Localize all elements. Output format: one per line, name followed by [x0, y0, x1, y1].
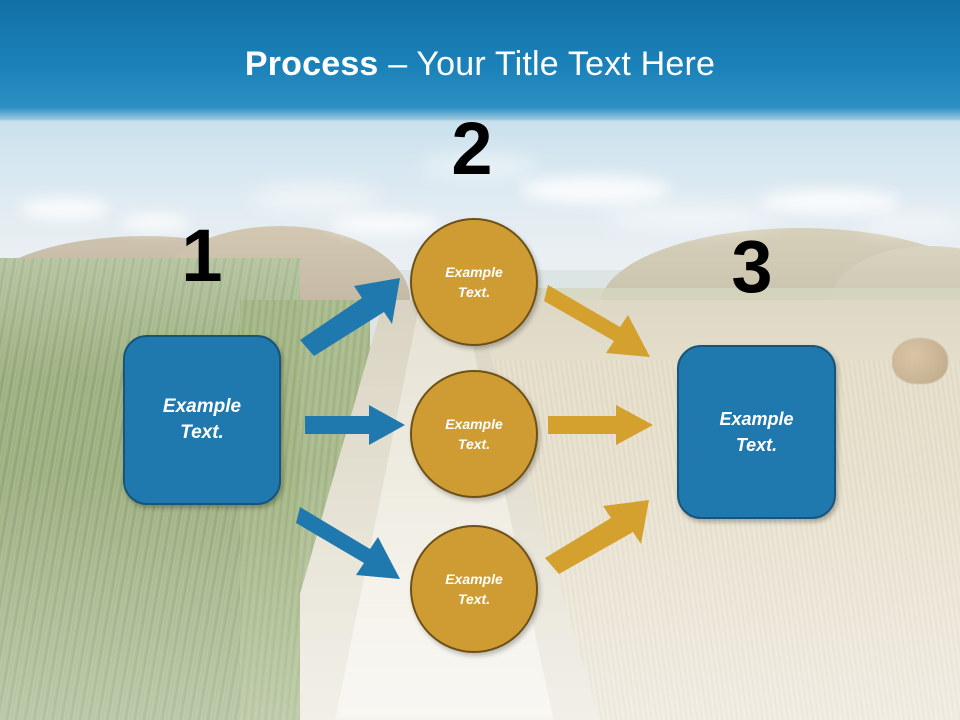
step-number-2: 2	[451, 107, 493, 190]
process-circle-2-line1: Example	[445, 416, 503, 432]
page-title: Process – Your Title Text Here	[245, 45, 715, 84]
process-box-input-line2: Text.	[180, 422, 224, 443]
cloud-5	[520, 176, 670, 204]
arrow-circle-3-to-right-icon	[545, 500, 649, 574]
cloud-8	[860, 214, 960, 232]
title-strong: Process	[244, 44, 379, 83]
cloud-7	[760, 190, 900, 214]
arrow-left-to-circle-2-icon	[305, 405, 405, 445]
cloud-3	[250, 186, 380, 212]
step-number-1: 1	[181, 214, 223, 297]
cloud-1	[20, 198, 110, 220]
arrow-left-to-circle-1-icon	[300, 278, 400, 356]
process-box-input[interactable]: Example Text.	[123, 335, 281, 505]
process-circle-1-line2: Text.	[457, 284, 491, 300]
process-box-output-line1: Example	[719, 409, 794, 429]
cloud-4	[330, 214, 440, 234]
process-circle-2-line2: Text.	[457, 436, 491, 452]
arrow-circle-1-to-right-icon	[544, 285, 650, 357]
title-banner: Process – Your Title Text Here	[0, 0, 960, 122]
process-circle-2[interactable]: Example Text.	[410, 370, 538, 498]
hay-bale	[892, 338, 948, 384]
cloud-6	[600, 206, 780, 228]
process-box-output[interactable]: Example Text.	[677, 345, 836, 519]
title-rest: Your Title Text Here	[416, 44, 716, 83]
title-dash: –	[378, 44, 417, 83]
process-box-input-line1: Example	[162, 396, 242, 417]
arrow-circle-2-to-right-icon	[548, 405, 653, 445]
process-box-output-line2: Text.	[735, 435, 778, 455]
process-circle-3[interactable]: Example Text.	[410, 525, 538, 653]
process-circle-1[interactable]: Example Text.	[410, 218, 538, 346]
cloud-2	[120, 214, 190, 230]
process-circle-3-line1: Example	[445, 571, 503, 587]
process-circle-1-line1: Example	[445, 264, 503, 280]
arrow-left-to-circle-3-icon	[296, 507, 400, 579]
step-number-3: 3	[731, 225, 773, 308]
process-circle-3-line2: Text.	[457, 591, 491, 607]
cloud-9	[420, 156, 540, 176]
